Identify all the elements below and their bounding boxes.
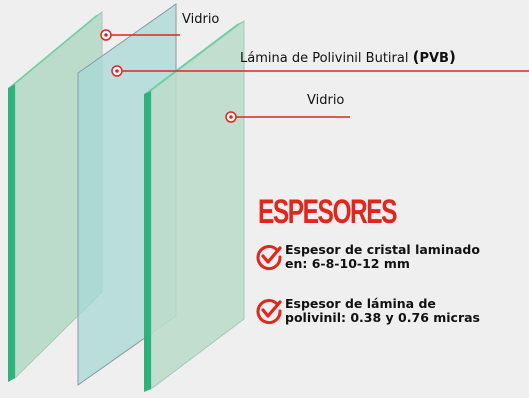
- glass-panel-front-edge: [144, 91, 151, 392]
- callout-dot-glass-top: [104, 33, 108, 37]
- spec-line: Espesor de cristal laminado: [285, 242, 480, 257]
- label-pvb-abbr: PVB: [419, 51, 449, 66]
- spec-item-pvb-thickness: Espesor de lámina de polivinil: 0.38 y 0…: [256, 297, 480, 325]
- label-pvb: Lámina de Polivinil Butiral (PVB): [240, 48, 456, 66]
- section-heading: ESPESORES: [258, 193, 397, 231]
- glass-panel-front-top: [144, 21, 244, 94]
- callout-dot-glass-front: [229, 115, 233, 119]
- label-pvb-text: Lámina de Polivinil Butiral: [240, 51, 409, 66]
- spec-line: Espesor de lámina de: [285, 296, 436, 311]
- label-pvb-paren-close: ): [448, 48, 456, 66]
- label-glass-front: Vidrio: [307, 93, 345, 108]
- spec-line: en: 6-8-10-12 mm: [285, 256, 410, 271]
- callout-dot-pvb: [115, 69, 119, 73]
- label-pvb-paren-open: (: [412, 48, 420, 66]
- spec-text-glass-thickness: Espesor de cristal laminado en: 6-8-10-1…: [285, 243, 480, 271]
- spec-item-glass-thickness: Espesor de cristal laminado en: 6-8-10-1…: [256, 243, 480, 271]
- check-circle-icon: [256, 245, 282, 271]
- glass-panel-back-edge: [8, 84, 15, 382]
- check-circle-icon: [256, 299, 282, 325]
- spec-line: polivinil: 0.38 y 0.76 micras: [285, 310, 481, 325]
- label-glass-top: Vidrio: [182, 12, 220, 27]
- spec-text-pvb-thickness: Espesor de lámina de polivinil: 0.38 y 0…: [285, 297, 480, 325]
- glass-panel-back-top: [8, 12, 102, 88]
